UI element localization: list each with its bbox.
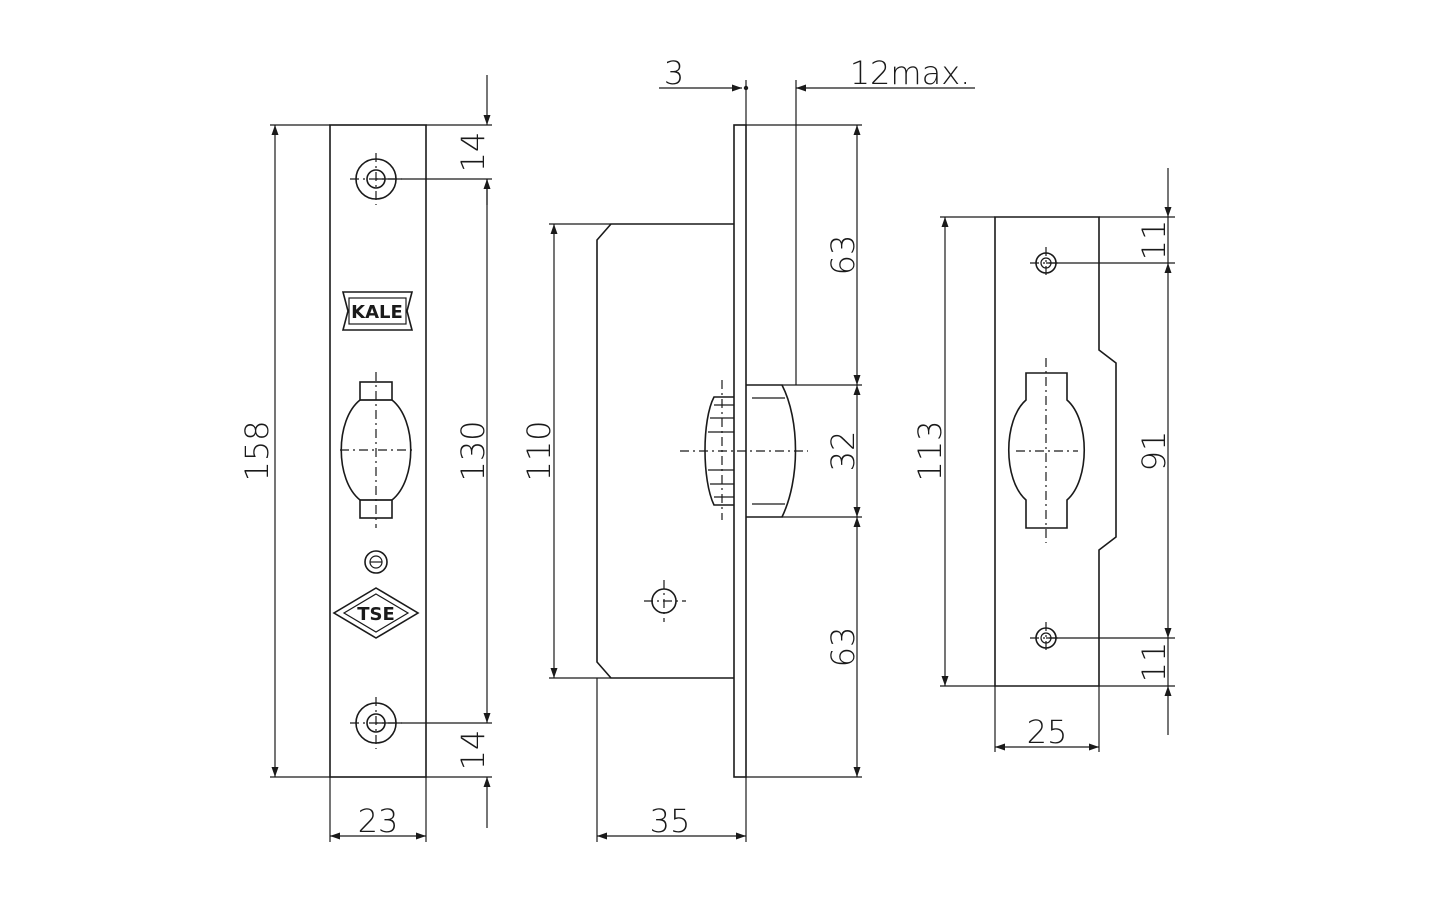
strike-plate-view: 113 11 91 11 25	[911, 168, 1175, 752]
tse-logo-text: TSE	[357, 604, 395, 625]
dim-25-label: 25	[1027, 713, 1068, 751]
strike-plate-outline	[994, 216, 1117, 687]
lock-body	[596, 223, 734, 679]
kale-logo-text: KALE	[351, 302, 403, 323]
dim-32-label: 32	[824, 431, 862, 472]
dim-14-top-label: 14	[454, 132, 492, 173]
center-screw	[364, 550, 388, 574]
faceplate-view: KALE TSE	[238, 75, 492, 842]
dim-11-bottom-label: 11	[1135, 642, 1173, 683]
dim-3-label: 3	[664, 54, 684, 92]
side-view: 3 12max. 110 63 32 63 35	[520, 54, 975, 842]
faceplate-outline	[329, 124, 427, 778]
dim-63-lower-label: 63	[824, 627, 862, 668]
kale-logo: KALE	[341, 291, 414, 331]
dim-113-label: 113	[911, 420, 949, 481]
dim-63-upper-label: 63	[824, 235, 862, 276]
dim-130-label: 130	[454, 420, 492, 481]
dim-110-label: 110	[520, 420, 558, 481]
dim-35-label: 35	[650, 802, 691, 840]
dim-23-label: 23	[358, 802, 399, 840]
dim-11-top-label: 11	[1135, 220, 1173, 261]
dim-12max-label: 12max.	[850, 54, 971, 92]
tse-logo: TSE	[332, 587, 420, 639]
dim-91-label: 91	[1135, 431, 1173, 472]
body-screw-hole	[644, 580, 686, 622]
dim-14-bottom-label: 14	[454, 730, 492, 771]
dim-158-label: 158	[238, 420, 276, 481]
strike-slot	[1008, 358, 1085, 543]
bolt-slot	[340, 372, 412, 528]
bolt	[680, 380, 808, 520]
